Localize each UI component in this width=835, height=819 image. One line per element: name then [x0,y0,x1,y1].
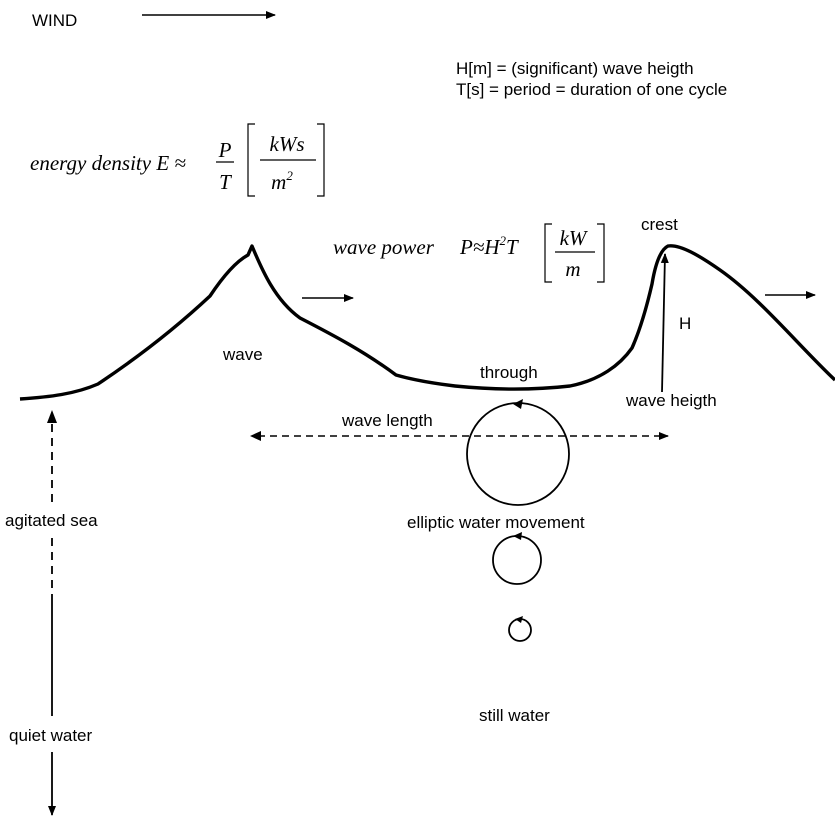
power-unit-left-bracket [544,223,552,283]
energy-unit-den-base: m [271,170,286,194]
orbit-arrow-small [515,616,523,623]
wave-height-arrow [660,253,669,393]
orbit-circle-medium [492,535,542,585]
energy-unit-left-bracket [247,123,255,197]
energy-formula-prefix: energy density E ≈ [30,151,186,175]
energy-formula-numerator: P [218,138,232,162]
wave-length-arrowhead-left [250,431,261,441]
energy-unit-denominator: m2 [271,168,293,194]
wave-heigth-label: wave heigth [625,391,717,410]
still-water-label: still water [479,706,550,725]
energy-density-formula: energy density E ≈ P T kWs m2 [30,123,325,197]
elliptic-movement-label: elliptic water movement [407,513,585,532]
orbit-arrow-large [513,399,523,409]
wave-profile [19,244,835,401]
orbit-arrow-medium [513,532,522,540]
wave-label: wave [222,345,263,364]
power-formula-tail: T [506,235,519,259]
legend-wave-height: H[m] = (significant) wave heigth [456,59,694,78]
through-label: through [480,363,538,382]
power-formula-exponent: 2 [500,233,507,248]
power-unit-numerator: kW [560,226,589,250]
energy-unit-right-bracket [317,123,325,197]
power-formula-expression: P≈H2T [459,233,519,259]
wave-length-label: wave length [341,411,433,430]
energy-unit-den-exponent: 2 [286,168,293,183]
power-unit-right-bracket [597,223,605,283]
quiet-water-label: quiet water [9,726,92,745]
agitated-sea-arrowhead [47,410,57,423]
power-formula-lhs: P≈H [459,235,501,259]
energy-formula-denominator: T [219,170,232,194]
power-unit-denominator: m [565,257,580,281]
orbit-circle-large [466,402,570,506]
crest-label: crest [641,215,678,234]
agitated-sea-label: agitated sea [5,511,98,530]
wind-label: WIND [32,11,77,30]
height-symbol-label: H [679,314,691,333]
power-formula-prefix: wave power [333,235,435,259]
wave-power-formula: wave power P≈H2T kW m [333,223,605,283]
energy-unit-numerator: kWs [270,132,305,156]
legend-period: T[s] = period = duration of one cycle [456,80,727,99]
